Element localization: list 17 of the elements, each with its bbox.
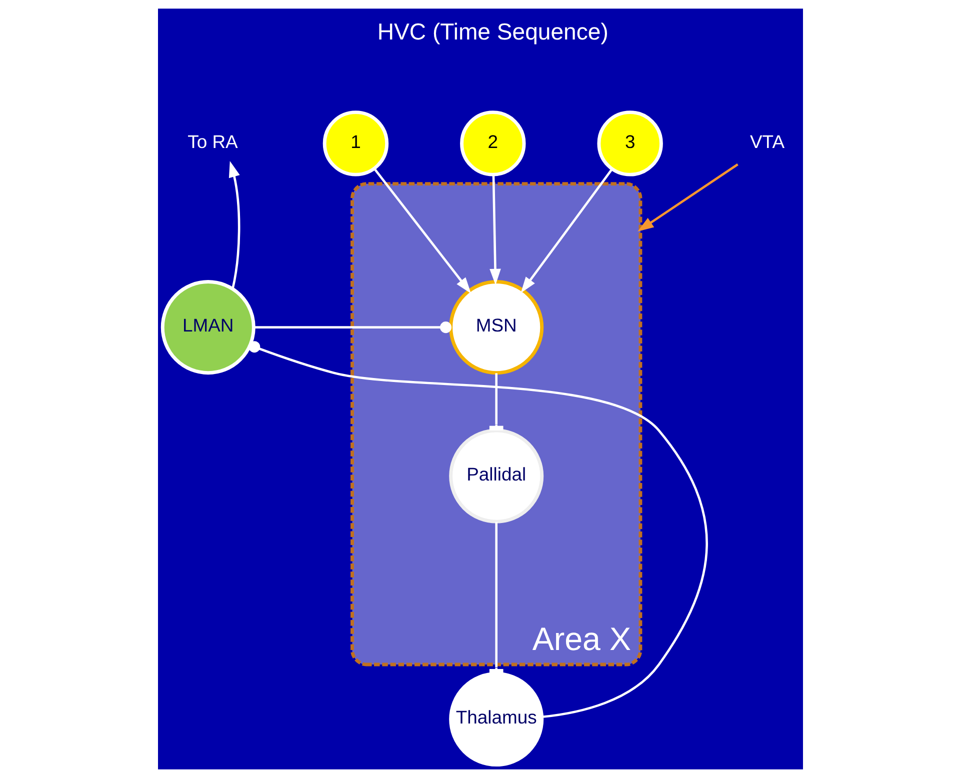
- connector: [254, 322, 452, 334]
- arrow: [490, 174, 501, 286]
- node-circle: 1: [322, 110, 389, 176]
- label: HVC (Time Sequence): [377, 18, 608, 45]
- arrow: [373, 168, 472, 294]
- node-text: VTA: [750, 130, 785, 152]
- arrow: [520, 168, 613, 294]
- arrow: [228, 161, 240, 290]
- node-circle: Pallidal: [449, 428, 544, 524]
- arrow: [638, 163, 738, 232]
- connector: [248, 341, 708, 718]
- node-circle: 2: [460, 110, 526, 176]
- node-circle: MSN: [449, 280, 544, 375]
- node-text: To RA: [188, 130, 238, 152]
- node-circle: 3: [597, 110, 663, 176]
- node-circle: LMAN: [160, 280, 256, 375]
- node-circle: Thalamus: [449, 672, 544, 767]
